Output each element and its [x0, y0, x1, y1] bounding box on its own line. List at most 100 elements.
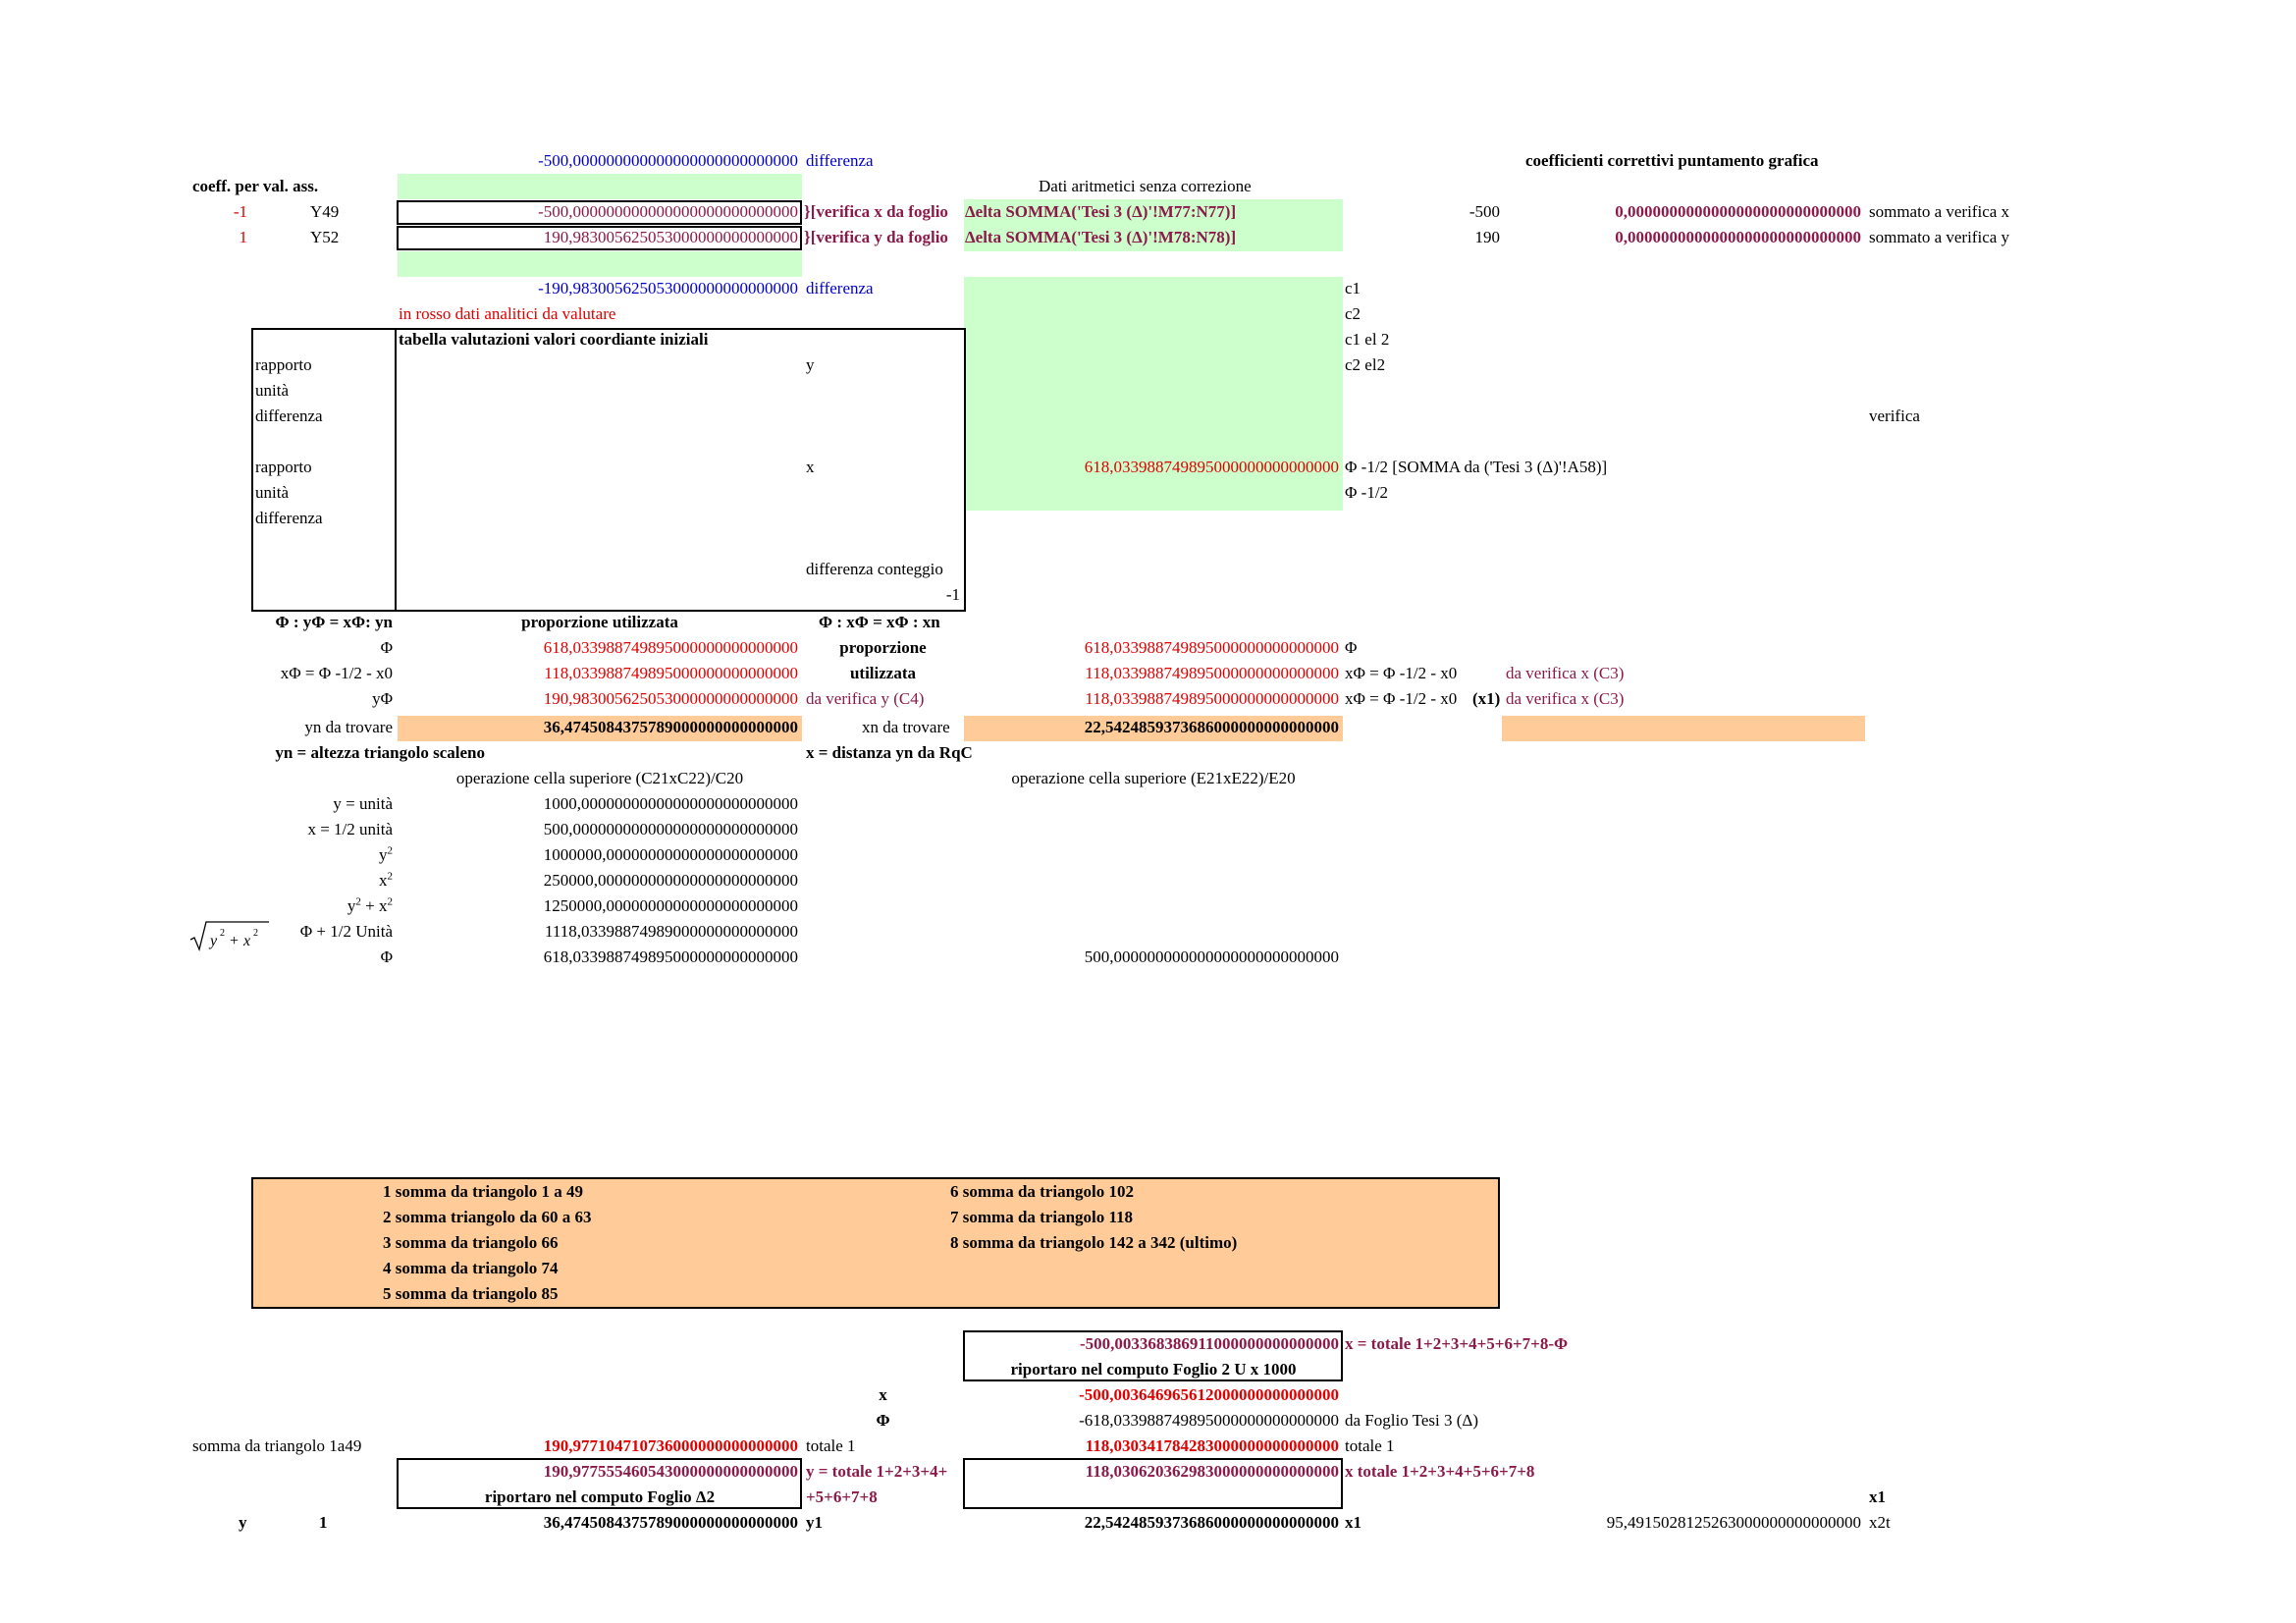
- diff-conteggio: differenza conteggio: [806, 560, 943, 578]
- phi-value: 618,033988749895000000000000000: [543, 638, 798, 657]
- x1-label: x1: [1345, 1513, 1362, 1532]
- bottom-one: 1: [319, 1513, 328, 1532]
- coeff-title: coefficienti correttivi puntamento grafi…: [1525, 151, 1819, 170]
- yn-definition: yn = altezza triangolo scaleno: [275, 743, 485, 762]
- right-xphi: xΦ = Φ -1/2 - x0: [1345, 664, 1458, 682]
- bottom-x-value: -500,003646965612000000000000000: [1079, 1385, 1339, 1404]
- row2-cell: Y52: [310, 228, 340, 246]
- right-xphi-value: 118,033988749895000000000000000: [1085, 664, 1339, 682]
- y-total-label-2: +5+6+7+8: [806, 1488, 878, 1506]
- y-total-label: y = totale 1+2+3+4+: [806, 1462, 948, 1481]
- x-total-label-2: x totale 1+2+3+4+5+6+7+8: [1345, 1462, 1535, 1481]
- right-phi: Φ: [1345, 638, 1358, 657]
- x-squared-value: 250000,000000000000000000000000: [543, 871, 798, 890]
- x-half-label: x = 1/2 unità: [307, 820, 393, 839]
- row2-value: 190,983005625053000000000000000: [543, 228, 798, 246]
- x-total-value: -500,003368386911000000000000000: [1080, 1334, 1339, 1353]
- row1-cell: Y49: [310, 202, 340, 221]
- y-squared-label: y2: [379, 844, 393, 864]
- y-unita-value: 1000,00000000000000000000000000: [543, 794, 798, 813]
- summary-item: 4 somma da triangolo 74: [383, 1259, 559, 1277]
- row1-note: sommato a verifica x: [1869, 202, 2010, 221]
- y2-plus-x2-value: 1250000,00000000000000000000000: [543, 896, 798, 915]
- row2-value-box: [397, 226, 802, 250]
- summary-item: 1 somma da triangolo 1 a 49: [383, 1182, 583, 1201]
- totale1-label: totale 1: [806, 1436, 856, 1455]
- bottom-x-label: x: [879, 1385, 887, 1404]
- differenza-2: differenza: [255, 509, 323, 527]
- xn-label: xn da trovare: [862, 718, 950, 736]
- diff2-label: differenza: [806, 279, 874, 298]
- phi-half-unita-value: 1118,03398874989000000000000000: [545, 922, 798, 941]
- da-verifica-x-2: da verifica x (C3): [1506, 689, 1625, 708]
- orange-cell-xn: [964, 716, 1343, 741]
- yn-label: yn da trovare: [304, 718, 393, 736]
- phi-right-value: 500,000000000000000000000000000: [1084, 947, 1339, 966]
- y1-label: y1: [806, 1513, 823, 1532]
- summary-item: 6 somma da triangolo 102: [950, 1182, 1134, 1201]
- differenza-1: differenza: [255, 406, 323, 425]
- bottom-phi-label: Φ: [876, 1411, 890, 1430]
- svg-text:x: x: [242, 933, 250, 949]
- red-note: in rosso dati analitici da valutare: [399, 304, 616, 323]
- summary-item: 7 somma da triangolo 118: [950, 1208, 1134, 1226]
- bottom-y-label: y: [239, 1513, 247, 1532]
- row1-formula: Δelta SOMMA('Tesi 3 (Δ)'!M77:N77)]: [965, 202, 1237, 221]
- row1-verifica: }[verifica x da foglio: [804, 202, 948, 221]
- phi-half-unita-label: Φ + 1/2 Unità: [299, 922, 393, 941]
- svg-text:2: 2: [220, 928, 225, 939]
- xphi-value: 118,033988749895000000000000000: [544, 664, 798, 682]
- green-block-main: [964, 277, 1343, 511]
- riportaro-delta: riportaro nel computo Foglio Δ2: [484, 1488, 716, 1506]
- x-half-value: 500,000000000000000000000000000: [543, 820, 798, 839]
- right-phi-value: 618,033988749895000000000000000: [1084, 638, 1339, 657]
- totale1-right: totale 1: [1345, 1436, 1395, 1455]
- xphi-label: xΦ = Φ -1/2 - x0: [280, 664, 393, 682]
- row1-value: -500,000000000000000000000000000: [538, 202, 798, 221]
- verifica-label: verifica: [1869, 406, 1920, 425]
- svg-text:y: y: [208, 933, 218, 949]
- proporzione-label: proporzione: [839, 638, 927, 657]
- summary-box: [251, 1177, 1500, 1309]
- green-band-bottom: [398, 251, 802, 277]
- sqrt-formula-icon: y 2 + x 2: [189, 921, 269, 952]
- x-total-value-2: 118,030620362983000000000000000: [1085, 1462, 1339, 1481]
- summary-item: 8 somma da triangolo 142 a 342 (ultimo): [950, 1233, 1238, 1252]
- utilizzata-label: utilizzata: [849, 664, 917, 682]
- row1-value-box: [397, 200, 802, 225]
- unita-2: unità: [255, 483, 289, 502]
- phi-half: Φ -1/2: [1345, 483, 1389, 502]
- y-unita-label: y = unità: [333, 794, 393, 813]
- x-value: 618,033988749895000000000000000: [1084, 458, 1339, 476]
- somma-label: somma da triangolo 1a49: [192, 1436, 362, 1455]
- label-c2el2: c2 el2: [1345, 355, 1386, 374]
- prop-left-header: Φ : yΦ = xΦ: yn: [275, 613, 394, 631]
- totale1-value: 118,030341784283000000000000000: [1085, 1436, 1339, 1455]
- x1-tag: (x1): [1472, 689, 1501, 708]
- phi-calc-label: Φ: [380, 947, 393, 966]
- da-foglio: da Foglio Tesi 3 (Δ): [1345, 1411, 1478, 1430]
- riportaro-u: riportaro nel computo Foglio 2 U x 1000: [1010, 1360, 1297, 1379]
- x-total-label: x = totale 1+2+3+4+5+6+7+8-Φ: [1345, 1334, 1569, 1353]
- rapporto-1: rapporto: [255, 355, 312, 374]
- row1-num: -500: [1468, 202, 1500, 221]
- x-total-box: [963, 1330, 1343, 1381]
- row1-coeff: 0,0000000000000000000000000000: [1615, 202, 1861, 221]
- phi-calc-value: 618,033988749895000000000000000: [543, 947, 798, 966]
- green-block-formula: [964, 199, 1343, 251]
- row2-note: sommato a verifica y: [1869, 228, 2010, 246]
- y1-value: 36,4745084375789000000000000000: [543, 1513, 798, 1532]
- rapporto-2: rapporto: [255, 458, 312, 476]
- svg-text:+: +: [230, 933, 239, 949]
- y-total-value: 190,977555460543000000000000000: [543, 1462, 798, 1481]
- summary-item: 3 somma da triangolo 66: [383, 1233, 559, 1252]
- x-squared-label: x2: [379, 870, 393, 890]
- xn-value: 22,5424859373686000000000000000: [1084, 718, 1339, 736]
- row2-num: 190: [1474, 228, 1501, 246]
- prop-mid-header: Φ : xΦ = xΦ : xn: [819, 613, 940, 631]
- summary-item: 5 somma da triangolo 85: [383, 1284, 559, 1303]
- coeff-abs-label: coeff. per val. ass.: [192, 177, 319, 195]
- op-left: operazione cella superiore (C21xC22)/C20: [455, 769, 744, 787]
- yphi-value: 190,983005625053000000000000000: [543, 689, 798, 708]
- da-verifica-x-1: da verifica x (C3): [1506, 664, 1625, 682]
